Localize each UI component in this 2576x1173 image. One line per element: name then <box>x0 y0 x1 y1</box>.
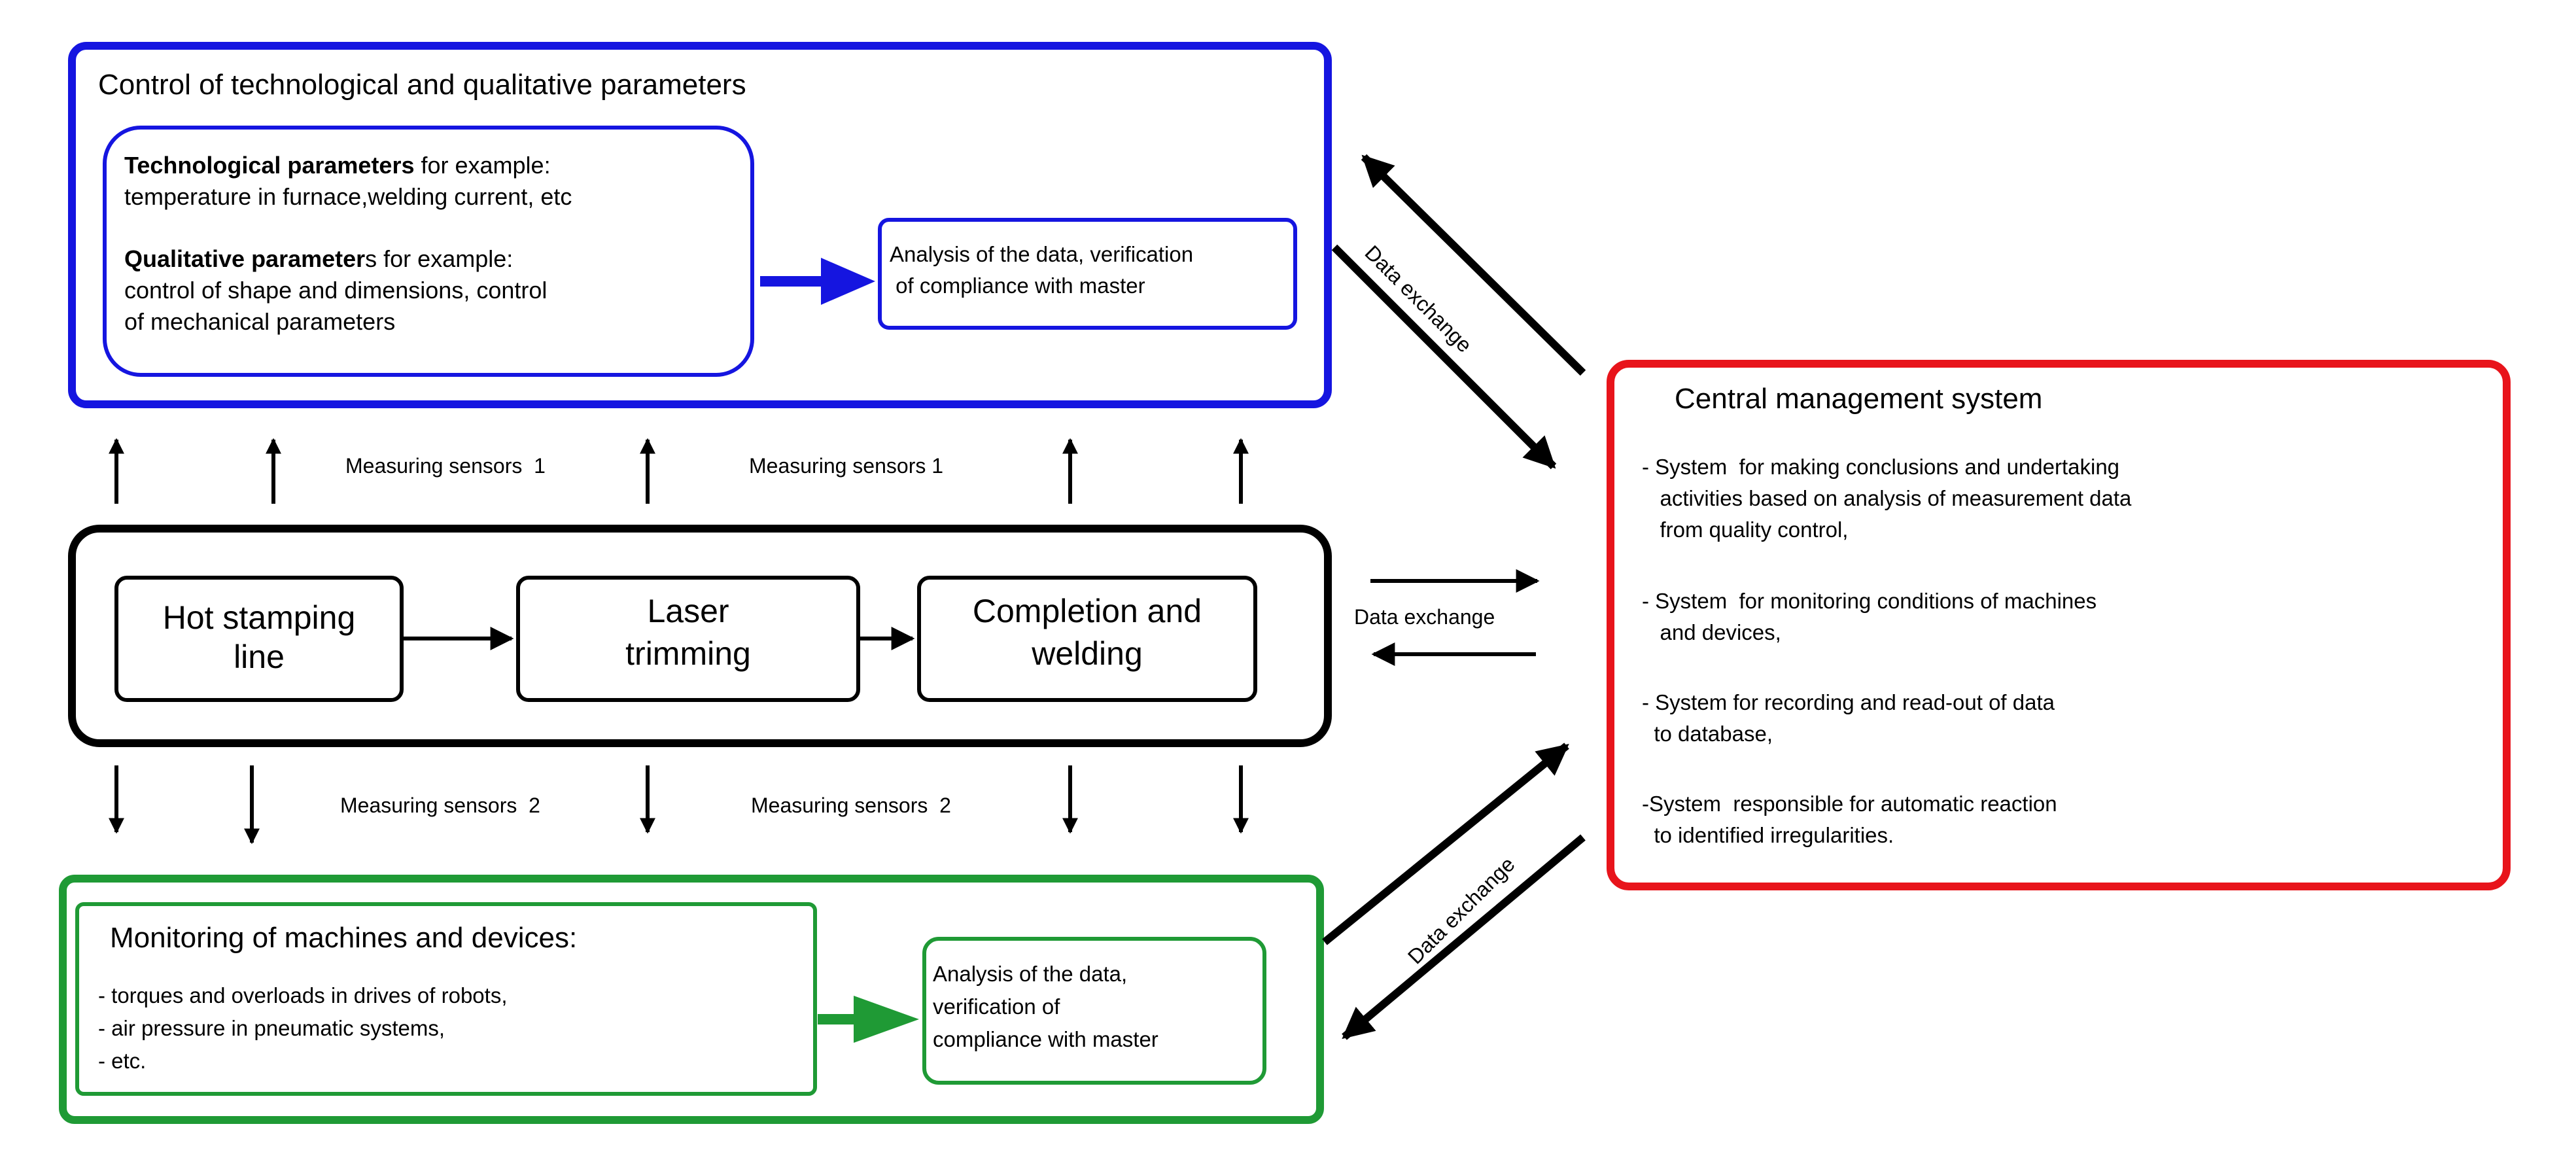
control-title: Control of technological and qualitative… <box>98 69 746 101</box>
qual-params-suffix: s for example: <box>365 245 513 272</box>
process-step-3-box <box>917 576 1257 702</box>
qual-params-label: Qualitative parameter <box>124 245 366 272</box>
qual-params-line-1: Qualitative parameters for example: <box>124 245 513 273</box>
central-item-4-line-1: -System responsible for automatic reacti… <box>1642 792 2057 816</box>
qual-params-line-3: of mechanical parameters <box>124 308 396 335</box>
central-item-2-line-1: - System for monitoring conditions of ma… <box>1642 589 2097 613</box>
monitoring-frame <box>59 875 1324 1124</box>
sensors-top-right-label: Measuring sensors 1 <box>749 454 944 478</box>
central-item-1-line-3: from quality control, <box>1642 517 1849 542</box>
monitoring-item-1: - torques and overloads in drives of rob… <box>98 983 508 1007</box>
process-step-1-line-2: line <box>234 639 285 675</box>
monitoring-title: Monitoring of machines and devices: <box>110 922 578 954</box>
central-item-3-line-2: to database, <box>1642 722 1773 746</box>
central-item-1-line-1: - System for making conclusions and unde… <box>1642 455 2120 479</box>
process-frame <box>68 525 1332 747</box>
monitoring-analysis-line-2: verification of <box>933 994 1060 1019</box>
control-frame <box>68 42 1332 408</box>
exchange-label-middle: Data exchange <box>1354 605 1495 629</box>
central-item-1-line-2: activities based on analysis of measurem… <box>1642 486 2132 510</box>
sensors-top-left-label: Measuring sensors 1 <box>345 454 546 478</box>
sensor-arrows-up <box>109 438 1249 504</box>
sensors-bottom-left-label: Measuring sensors 2 <box>340 794 540 817</box>
process-step-3-line-2: welding <box>1032 635 1143 672</box>
exchange-arrows-middle <box>1370 569 1540 666</box>
monitoring-analysis-line-3: compliance with master <box>933 1027 1158 1051</box>
exchange-arrows-bottom <box>1322 743 1586 1040</box>
parameters-box <box>103 126 754 377</box>
central-item-3-line-1: - System for recording and read-out of d… <box>1642 690 2055 714</box>
tech-params-label: Technological parameters <box>124 152 415 179</box>
process-step-2-box <box>516 576 860 702</box>
monitoring-analysis-line-1: Analysis of the data, <box>933 962 1128 986</box>
central-item-4-line-2: to identified irregularities. <box>1642 823 1894 847</box>
central-frame <box>1607 360 2511 890</box>
process-step-2-line-2: trimming <box>625 635 751 672</box>
process-step-2-line-1: Laser <box>647 593 729 629</box>
tech-params-line-1: Technological parameters for example: <box>124 152 551 179</box>
monitoring-analysis-box <box>922 937 1266 1085</box>
exchange-arrows-top <box>1331 154 1586 470</box>
monitoring-item-2: - air pressure in pneumatic systems, <box>98 1016 445 1040</box>
control-analysis-line-2: of compliance with master <box>890 273 1145 298</box>
sensors-bottom-right-label: Measuring sensors 2 <box>751 794 951 817</box>
monitoring-list-box <box>75 902 817 1096</box>
process-step-1-line-1: Hot stamping <box>162 599 356 636</box>
central-title: Central management system <box>1675 383 2043 415</box>
central-item-2-line-2: and devices, <box>1642 620 1781 644</box>
process-step-1-box <box>114 576 404 702</box>
control-analysis-box <box>878 218 1297 330</box>
monitoring-item-3: - etc. <box>98 1049 147 1073</box>
tech-params-suffix: for example: <box>414 152 551 179</box>
tech-params-line-2: temperature in furnace,welding current, … <box>124 183 572 210</box>
control-analysis-line-1: Analysis of the data, verification <box>890 242 1194 266</box>
qual-params-line-2: control of shape and dimensions, control <box>124 277 548 304</box>
process-step-3-line-1: Completion and <box>972 593 1202 629</box>
sensor-arrows-down <box>109 765 1249 845</box>
